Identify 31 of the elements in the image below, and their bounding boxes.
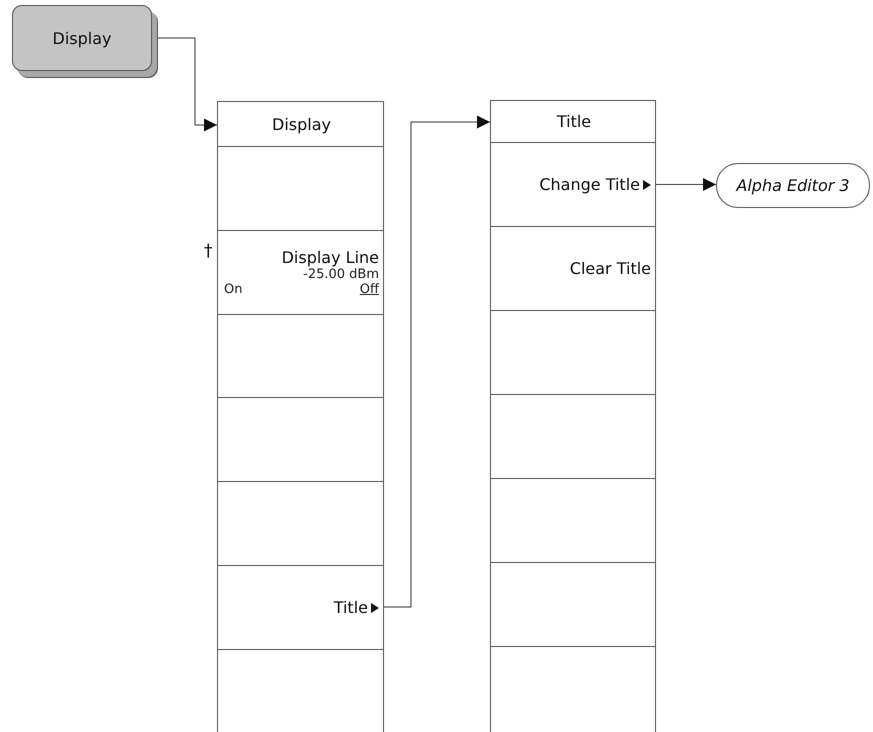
softkey-cell (490, 478, 656, 563)
softkey-cell (217, 397, 384, 482)
softkey-cell (217, 146, 384, 231)
softkey-cell (490, 646, 656, 732)
softkey-label: Display (52, 28, 112, 48)
softkey-cell (490, 310, 656, 395)
value-readout: -25.00 dBm (303, 267, 379, 282)
softkey-cell (490, 394, 656, 479)
menu-header (490, 100, 656, 143)
footnote-mark: † (204, 241, 212, 261)
softkey-cell (217, 481, 384, 566)
state-option: Off (360, 282, 379, 297)
softkey-label: Change Title (539, 175, 640, 194)
menu-title: Display (272, 114, 331, 134)
menu-title: Title (556, 112, 592, 131)
softkey-label: Title (334, 598, 368, 617)
softkey-label: Clear Title (570, 259, 651, 278)
softkey-cell (217, 649, 384, 732)
softkey-cell (217, 230, 384, 315)
editor-label: Alpha Editor 3 (736, 176, 850, 195)
softkey-cell (490, 142, 656, 227)
softkey-cell (217, 314, 384, 398)
softkey-cell (490, 562, 656, 647)
connector-arrow (656, 178, 716, 191)
menu-header (217, 101, 384, 147)
softkey-label: Display Line (282, 248, 379, 267)
state-option: On (224, 282, 242, 297)
softkey-cell (217, 565, 384, 650)
editor-terminal (716, 163, 870, 208)
softkey-cell (490, 226, 656, 311)
connector-arrow (384, 116, 490, 608)
